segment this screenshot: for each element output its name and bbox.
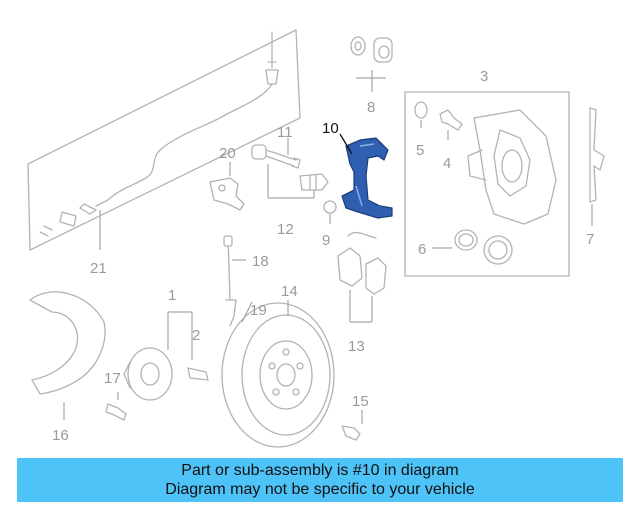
callout-14: 14 <box>281 283 298 300</box>
callout-1: 1 <box>168 287 176 304</box>
part-8-bushings[interactable] <box>350 36 393 63</box>
callout-3: 3 <box>480 68 488 85</box>
callout-19: 19 <box>250 302 267 319</box>
callout-10: 10 <box>322 120 339 137</box>
callout-15: 15 <box>352 393 369 410</box>
callout-12: 12 <box>277 221 294 238</box>
callout-16: 16 <box>52 427 69 444</box>
part-9-washer[interactable] <box>323 200 337 214</box>
part-4-bolt[interactable] <box>439 109 463 131</box>
part-14-brake-rotor[interactable] <box>221 302 335 448</box>
part-5-bleeder-cap[interactable] <box>414 101 428 119</box>
part-13-brake-pads[interactable] <box>337 231 387 295</box>
banner-line-1: Part or sub-assembly is #10 in diagram <box>181 462 459 479</box>
part-15-bolt[interactable] <box>341 425 361 441</box>
callout-8: 8 <box>367 99 375 116</box>
part-1-wheel-hub[interactable] <box>123 347 173 401</box>
part-2-hub-bolt[interactable] <box>187 367 209 381</box>
part-21-wear-sensor-cable[interactable] <box>27 29 301 251</box>
part-17-bolt[interactable] <box>105 403 127 421</box>
part-20-bracket[interactable] <box>209 177 245 211</box>
leader-lines <box>63 70 593 424</box>
part-16-splash-shield[interactable] <box>29 291 106 395</box>
callout-13: 13 <box>348 338 365 355</box>
callout-10-leader <box>339 133 353 155</box>
callout-labels: 1 2 3 4 5 6 7 8 9 10 11 12 13 14 15 16 1… <box>52 68 594 444</box>
part-info-banner: Part or sub-assembly is #10 in diagram D… <box>17 458 623 502</box>
callout-21: 21 <box>90 260 107 277</box>
callout-4: 4 <box>443 155 451 172</box>
callout-20: 20 <box>219 145 236 162</box>
callout-11: 11 <box>277 124 293 141</box>
part-18-wear-sensor[interactable] <box>223 235 237 327</box>
part-11-12-guide-pins[interactable] <box>251 144 329 191</box>
callout-5: 5 <box>416 142 424 159</box>
callout-9: 9 <box>322 232 330 249</box>
part-3-caliper-assembly[interactable] <box>404 91 570 277</box>
callout-18: 18 <box>252 253 269 270</box>
callout-7: 7 <box>586 231 594 248</box>
part-7-spring-clip[interactable] <box>589 107 605 203</box>
callout-2: 2 <box>192 327 200 344</box>
part-10-caliper-bracket[interactable] <box>341 137 393 219</box>
callout-6: 6 <box>418 241 426 258</box>
banner-line-2: Diagram may not be specific to your vehi… <box>165 481 475 498</box>
callout-17: 17 <box>104 370 121 387</box>
part-6-piston-seals[interactable] <box>454 229 513 265</box>
